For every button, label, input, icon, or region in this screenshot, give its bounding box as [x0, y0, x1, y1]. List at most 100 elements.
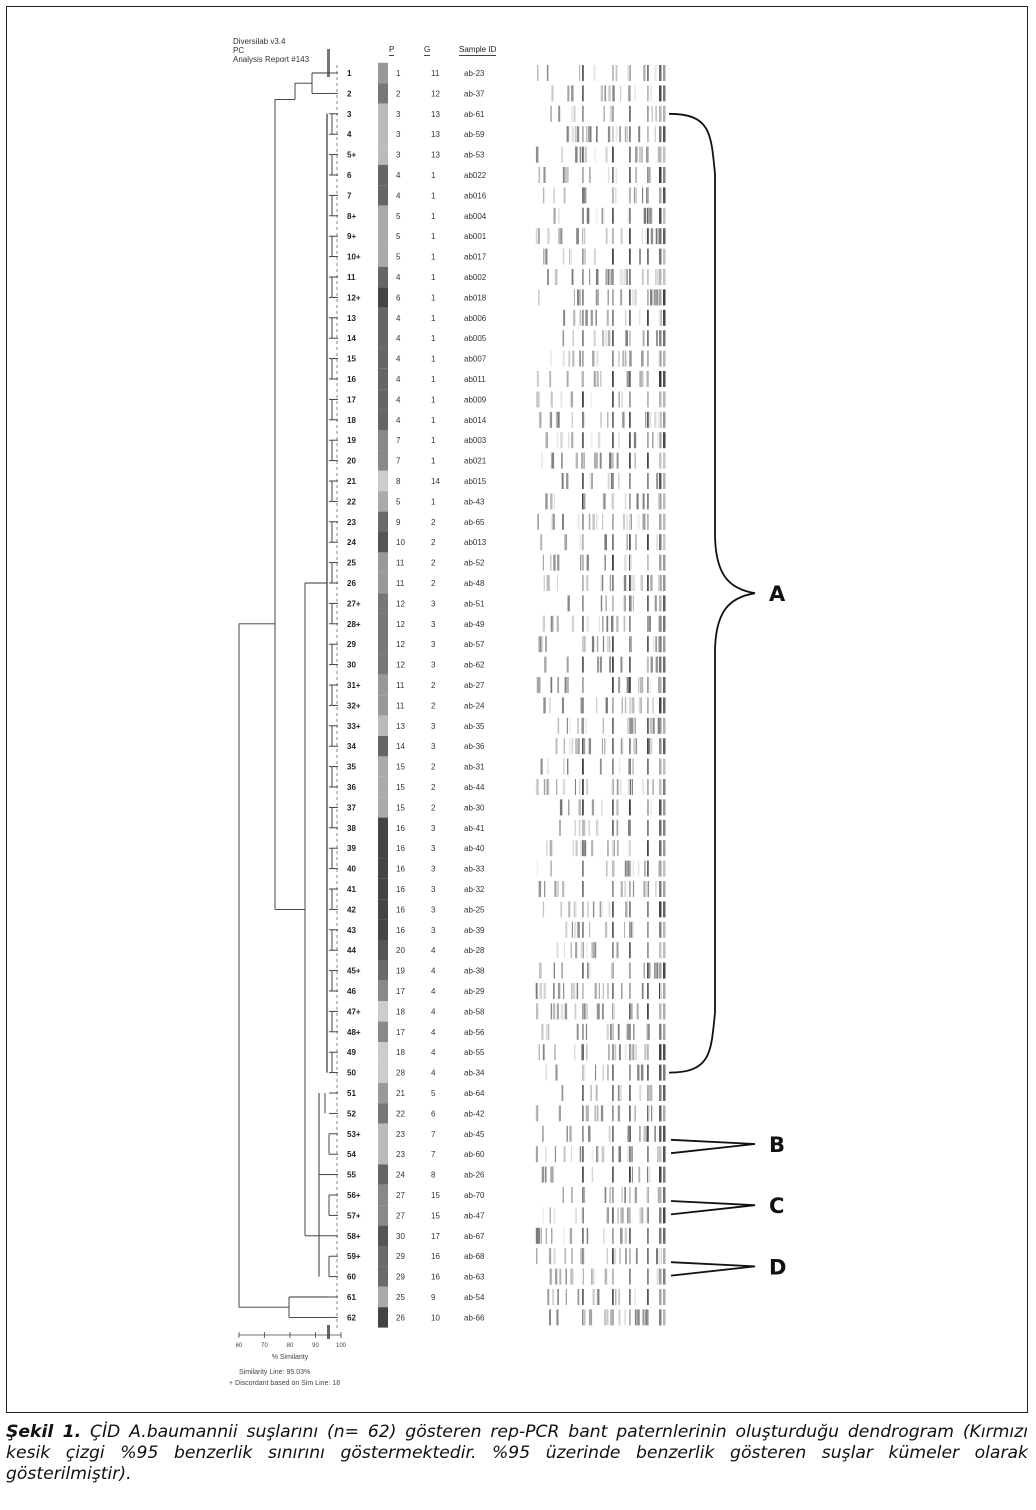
strain-number: 14: [347, 334, 356, 343]
gel-band: [580, 942, 584, 959]
gel-band: [594, 1105, 597, 1122]
similarity-tick-label: 90: [312, 1343, 319, 1349]
sample-id: ab-40: [464, 844, 485, 853]
gel-band: [659, 1125, 662, 1142]
gel-band: [649, 85, 652, 102]
pattern-color-block: [378, 1144, 388, 1165]
group-value: 7: [431, 1130, 436, 1139]
sample-id: ab-43: [464, 497, 485, 506]
gel-band: [591, 636, 595, 653]
gel-band: [582, 921, 584, 938]
group-value: 6: [431, 1109, 436, 1118]
gel-band: [540, 758, 543, 775]
gel-band: [536, 779, 539, 795]
gel-band: [596, 819, 599, 836]
gel-band: [562, 330, 565, 347]
gel-band: [563, 1146, 566, 1163]
sample-id: ab-70: [464, 1191, 485, 1200]
gel-band: [659, 819, 662, 836]
gel-band: [629, 860, 631, 877]
gel-band: [591, 1166, 594, 1183]
gel-band: [663, 1207, 666, 1224]
gel-band: [616, 840, 619, 857]
gel-band: [612, 758, 614, 775]
gel-band: [553, 513, 555, 530]
cluster-bracket-d: [670, 1261, 756, 1277]
gel-band: [548, 697, 552, 714]
strain-number: 25: [347, 559, 356, 568]
gel-band: [663, 1268, 666, 1285]
gel-band: [628, 85, 630, 102]
gel-band: [647, 126, 649, 143]
gel-band: [592, 513, 595, 530]
strain-number: 32+: [347, 701, 361, 710]
gel-band: [663, 534, 666, 551]
gel-band: [663, 1248, 666, 1265]
gel-band: [663, 677, 666, 693]
gel-band: [629, 1187, 631, 1203]
gel-band: [659, 1289, 662, 1305]
gel-band: [591, 799, 595, 816]
strain-number: 16: [347, 375, 356, 384]
gel-band: [629, 126, 631, 143]
gel-band: [595, 207, 598, 224]
pattern-value: 16: [396, 865, 405, 874]
pattern-value: 6: [396, 293, 401, 302]
gel-band: [618, 391, 620, 408]
gel-band: [657, 228, 659, 245]
gel-band: [663, 1003, 666, 1020]
gel-band: [622, 411, 625, 428]
strain-number: 40: [347, 865, 356, 874]
sample-id: ab005: [464, 334, 487, 343]
gel-band: [642, 779, 644, 795]
gel-band: [536, 371, 539, 387]
gel-band: [582, 1044, 584, 1061]
gel-band: [582, 330, 584, 347]
gel-band: [629, 1064, 631, 1081]
pattern-color-block: [378, 328, 388, 349]
strain-number: 39: [347, 844, 356, 853]
gel-band: [612, 391, 614, 408]
gel-band: [625, 901, 628, 918]
sample-id: ab-67: [464, 1232, 485, 1241]
gel-band: [663, 962, 666, 979]
gel-band: [541, 452, 544, 469]
strain-number: 58+: [347, 1232, 361, 1241]
cluster-label-a: A: [769, 582, 786, 606]
gel-band: [535, 228, 538, 245]
gel-band: [591, 1268, 594, 1285]
pattern-value: 27: [396, 1211, 405, 1220]
gel-band: [652, 779, 654, 795]
gel-band: [647, 983, 649, 999]
group-value: 1: [431, 416, 436, 425]
similarity-tick-label: 100: [336, 1343, 347, 1349]
gel-band: [628, 697, 632, 714]
gel-band: [647, 513, 649, 530]
gel-band: [663, 350, 666, 367]
gel-band: [607, 289, 609, 306]
gel-band: [612, 819, 614, 836]
gel-band: [626, 534, 628, 551]
gel-band: [590, 432, 593, 449]
gel-band: [564, 677, 567, 693]
gel-band: [648, 1023, 650, 1040]
pattern-value: 5: [396, 253, 401, 262]
gel-band: [635, 534, 637, 551]
gel-band: [647, 167, 649, 183]
sample-id: ab-42: [464, 1109, 485, 1118]
gel-band: [602, 575, 604, 591]
group-value: 2: [431, 783, 436, 792]
gel-band: [542, 1207, 544, 1224]
gel-band: [557, 1289, 559, 1305]
gel-band: [602, 717, 605, 734]
gel-band: [564, 534, 567, 551]
gel-band: [645, 1125, 647, 1142]
pattern-color-block: [378, 552, 388, 573]
gel-band: [610, 1023, 612, 1040]
pattern-value: 5: [396, 232, 401, 241]
pattern-color-block: [378, 940, 388, 961]
gel-band: [623, 615, 626, 632]
gel-band: [656, 330, 658, 347]
strain-number: 13: [347, 314, 356, 323]
gel-band: [638, 1166, 641, 1183]
